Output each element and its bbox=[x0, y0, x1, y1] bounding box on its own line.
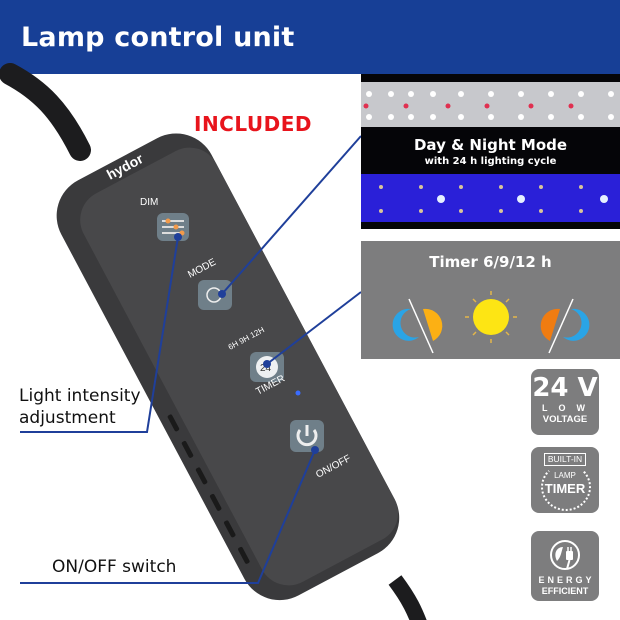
sunset-icon bbox=[540, 298, 590, 354]
lamp-label: LAMP bbox=[554, 471, 576, 480]
voltage-label: VOLTAGE bbox=[542, 414, 588, 425]
sun-cycle-icons bbox=[392, 291, 590, 354]
energy-label: ENERGY bbox=[538, 575, 595, 585]
energy-efficient-badge: ENERGY EFFICIENT bbox=[531, 531, 599, 601]
efficient-label: EFFICIENT bbox=[541, 586, 589, 596]
callout-onoff: ON/OFF switch bbox=[52, 557, 177, 577]
timer-title: Timer 6/9/12 h bbox=[429, 253, 552, 271]
callout-line2: adjustment bbox=[19, 408, 116, 428]
day-night-subtitle: with 24 h lighting cycle bbox=[424, 156, 557, 167]
sunrise-icon bbox=[392, 298, 443, 354]
device-body bbox=[56, 133, 400, 601]
included-badge: INCLUDED bbox=[194, 112, 312, 136]
day-night-title: Day & Night Mode bbox=[413, 136, 568, 154]
voltage-low: LOW bbox=[542, 403, 596, 413]
lamp-timer-badge: BUILT-IN LAMP TIMER bbox=[531, 447, 599, 513]
header-banner: Lamp control unit bbox=[0, 0, 620, 74]
power-cable-top bbox=[0, 63, 91, 161]
low-voltage-badge: 24 V LOW VOLTAGE bbox=[531, 369, 599, 435]
callout-light-intensity: Light intensity adjustment bbox=[19, 385, 141, 429]
power-cable-bottom bbox=[388, 575, 427, 620]
led-strip-photo bbox=[361, 82, 620, 222]
mode-button bbox=[198, 280, 232, 310]
dotted-ring-icon bbox=[541, 463, 591, 511]
svg-text:24: 24 bbox=[260, 363, 272, 374]
timer-label: TIMER bbox=[544, 481, 586, 496]
sun-icon bbox=[465, 291, 517, 343]
dim-label: DIM bbox=[140, 197, 158, 208]
plug-leaf-icon bbox=[550, 540, 580, 570]
day-night-panel: Day & Night Mode with 24 h lighting cycl… bbox=[361, 74, 620, 229]
page-title: Lamp control unit bbox=[21, 22, 295, 53]
callout-line1: Light intensity bbox=[19, 386, 141, 406]
voltage-value: 24 V bbox=[532, 373, 598, 403]
timer-panel: Timer 6/9/12 h bbox=[361, 241, 620, 359]
